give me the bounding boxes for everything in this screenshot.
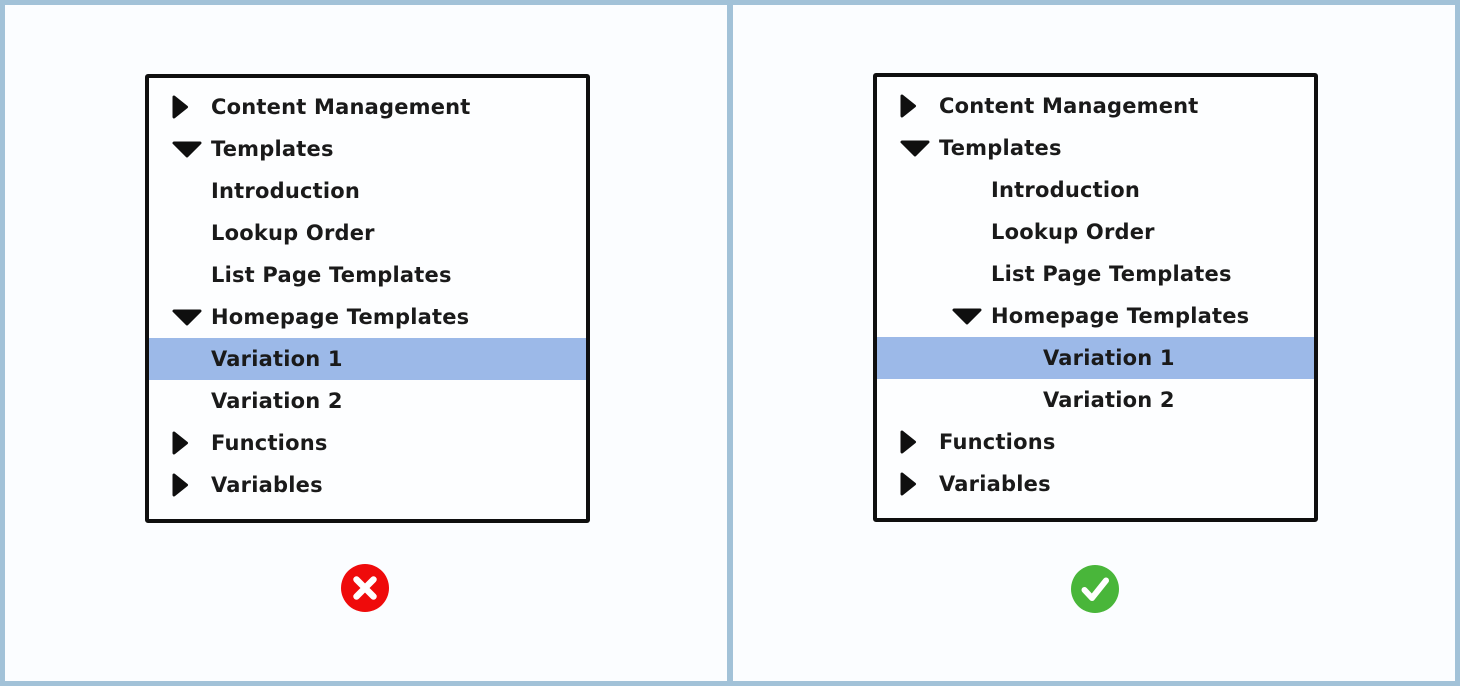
- triangle-down-icon[interactable]: [951, 307, 991, 326]
- tree-item[interactable]: Lookup Order: [877, 211, 1314, 253]
- tree-item-label: Content Management: [939, 94, 1199, 118]
- tree-item-selected[interactable]: Variation 1: [149, 338, 586, 380]
- tree-item[interactable]: Introduction: [877, 169, 1314, 211]
- tree-item-label: Introduction: [211, 179, 361, 203]
- tree-item[interactable]: Variables: [149, 464, 586, 506]
- tree-item-label: Templates: [211, 137, 334, 161]
- tree-item[interactable]: Variation 2: [149, 380, 586, 422]
- tree-item[interactable]: List Page Templates: [149, 254, 586, 296]
- x-circle-icon: [341, 564, 389, 612]
- tree-item-selected[interactable]: Variation 1: [877, 337, 1314, 379]
- tree-item[interactable]: Functions: [877, 421, 1314, 463]
- triangle-down-icon[interactable]: [899, 139, 939, 158]
- triangle-right-icon[interactable]: [171, 430, 211, 456]
- panel-divider: [727, 5, 733, 681]
- tree-item[interactable]: Templates: [877, 127, 1314, 169]
- tree-item-label: Functions: [211, 431, 328, 455]
- tree-item-label: Variables: [211, 473, 323, 497]
- triangle-down-icon[interactable]: [171, 140, 211, 159]
- triangle-right-icon[interactable]: [171, 472, 211, 498]
- tree-item[interactable]: Variables: [877, 463, 1314, 505]
- tree-item-label: Variation 1: [1043, 346, 1175, 370]
- triangle-right-icon[interactable]: [899, 471, 939, 497]
- tree-item[interactable]: Homepage Templates: [149, 296, 586, 338]
- triangle-right-icon[interactable]: [899, 429, 939, 455]
- tree-item-label: Templates: [939, 136, 1062, 160]
- tree-item-label: Lookup Order: [991, 220, 1155, 244]
- tree-item[interactable]: List Page Templates: [877, 253, 1314, 295]
- tree-item-label: Content Management: [211, 95, 471, 119]
- triangle-right-icon[interactable]: [171, 94, 211, 120]
- tree-item-label: Variables: [939, 472, 1051, 496]
- tree-item-label: Lookup Order: [211, 221, 375, 245]
- tree-item[interactable]: Introduction: [149, 170, 586, 212]
- tree-item[interactable]: Lookup Order: [149, 212, 586, 254]
- tree-item-label: Variation 2: [211, 389, 343, 413]
- tree-item[interactable]: Functions: [149, 422, 586, 464]
- tree-item-label: List Page Templates: [211, 263, 452, 287]
- tree-item[interactable]: Variation 2: [877, 379, 1314, 421]
- tree-item[interactable]: Content Management: [877, 85, 1314, 127]
- tree-item-label: Homepage Templates: [211, 305, 470, 329]
- tree-item-label: Variation 1: [211, 347, 343, 371]
- tree-item[interactable]: Content Management: [149, 86, 586, 128]
- tree-item[interactable]: Templates: [149, 128, 586, 170]
- triangle-down-icon[interactable]: [171, 308, 211, 327]
- triangle-right-icon[interactable]: [899, 93, 939, 119]
- tree-item-label: List Page Templates: [991, 262, 1232, 286]
- tree-item[interactable]: Homepage Templates: [877, 295, 1314, 337]
- tree-item-label: Introduction: [991, 178, 1141, 202]
- tree-item-label: Homepage Templates: [991, 304, 1250, 328]
- tree-item-label: Variation 2: [1043, 388, 1175, 412]
- tree-item-label: Functions: [939, 430, 1056, 454]
- check-circle-icon: [1071, 565, 1119, 613]
